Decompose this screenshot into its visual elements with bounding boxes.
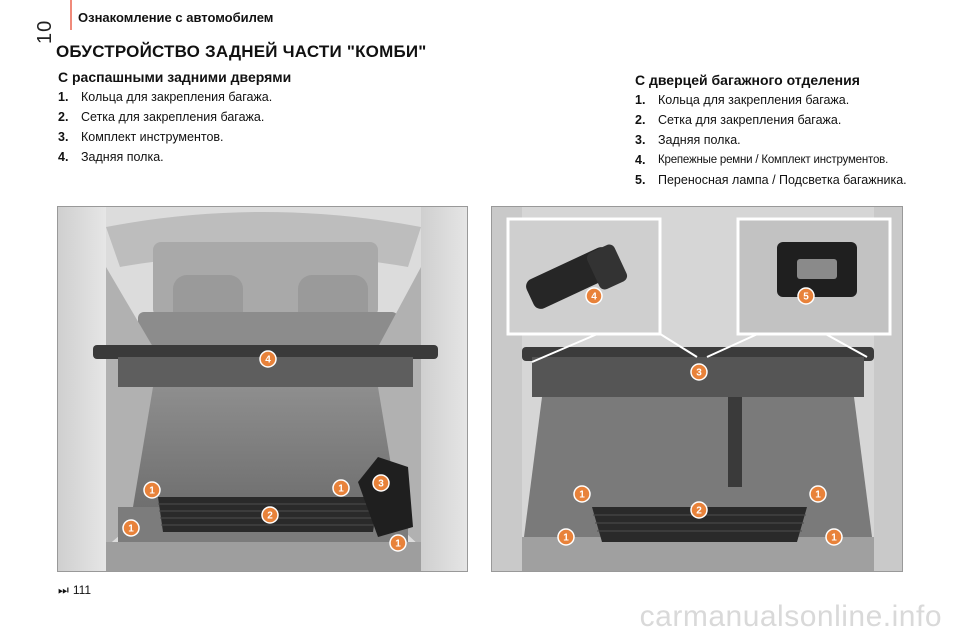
- page-reference[interactable]: ⏭111: [58, 583, 91, 598]
- item-text: Задняя полка.: [658, 133, 741, 147]
- list-item: 4. Задняя полка.: [58, 150, 458, 165]
- right-section-title: С дверцей багажного отделения: [635, 72, 860, 88]
- item-text: Кольца для закрепления багажа.: [658, 93, 850, 107]
- page-title: ОБУСТРОЙСТВО ЗАДНЕЙ ЧАСТИ "КОМБИ": [56, 42, 427, 61]
- item-text: Переносная лампа / Подсветка багажника.: [658, 173, 907, 187]
- item-number: 4.: [58, 150, 69, 164]
- page-number: 10: [34, 19, 56, 44]
- item-number: 5.: [635, 173, 646, 187]
- list-item: 1. Кольца для закрепления багажа.: [635, 93, 935, 108]
- page-reference-number: 111: [72, 583, 92, 597]
- item-number: 2.: [635, 113, 646, 127]
- list-item: 4. Крепежные ремни / Комплект инструменто…: [635, 153, 935, 168]
- list-item: 5. Переносная лампа / Подсветка багажника…: [635, 173, 935, 188]
- list-item: 1. Кольца для закрепления багажа.: [58, 90, 458, 105]
- tailgate-illustration: [492, 207, 902, 571]
- item-number: 2.: [58, 110, 69, 124]
- section-header-title: Ознакомление с автомобилем: [78, 10, 274, 25]
- watermark: carmanualsonline.info: [639, 600, 942, 633]
- item-text: Кольца для закрепления багажа.: [81, 90, 273, 104]
- item-number: 3.: [635, 133, 646, 147]
- list-item: 3. Задняя полка.: [635, 133, 935, 148]
- item-text: Задняя полка.: [81, 150, 164, 164]
- rear-compartment-tailgate-image: [491, 206, 903, 572]
- left-column: С распашными задними дверями 1. Кольца дл…: [58, 69, 458, 170]
- item-text: Комплект инструментов.: [81, 130, 224, 144]
- right-column: С дверцей багажного отделения 1. Кольца д…: [635, 72, 935, 193]
- item-number: 3.: [58, 130, 69, 144]
- rear-compartment-hinged-doors-image: [57, 206, 468, 572]
- fast-forward-icon: ⏭: [58, 583, 69, 597]
- list-item: 3. Комплект инструментов.: [58, 130, 458, 145]
- item-number: 1.: [58, 90, 69, 104]
- header-accent-bar: [70, 0, 72, 30]
- item-number: 4.: [635, 153, 646, 167]
- item-text: Сетка для закрепления багажа.: [81, 110, 265, 124]
- hinged-doors-illustration: [58, 207, 467, 571]
- item-text: Крепежные ремни / Комплект инструментов.: [658, 154, 889, 166]
- left-section-title: С распашными задними дверями: [58, 69, 292, 85]
- item-number: 1.: [635, 93, 646, 107]
- list-item: 2. Сетка для закрепления багажа.: [58, 110, 458, 125]
- item-text: Сетка для закрепления багажа.: [658, 113, 842, 127]
- list-item: 2. Сетка для закрепления багажа.: [635, 113, 935, 128]
